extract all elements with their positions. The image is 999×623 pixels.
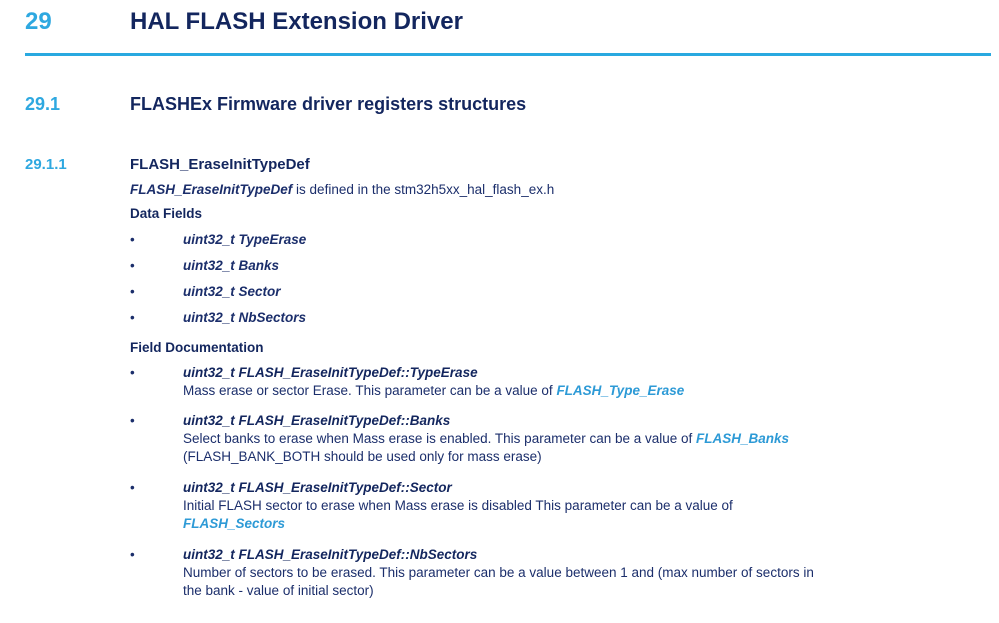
list-item: • uint32_t FLASH_EraseInitTypeDef::NbSec…: [130, 546, 992, 600]
field-doc-text-segment: (FLASH_BANK_BOTH should be used only for…: [183, 449, 542, 464]
data-field-label: uint32_t Banks: [183, 258, 280, 273]
section-heading: 29.1 FLASHEx Firmware driver registers s…: [0, 93, 999, 115]
field-doc-text-segment: Select banks to erase when Mass erase is…: [183, 431, 697, 446]
data-field-label: uint32_t Sector: [183, 284, 281, 299]
field-doc-text: (FLASH_BANK_BOTH should be used only for…: [183, 448, 789, 466]
field-doc-body: uint32_t FLASH_EraseInitTypeDef::Sector …: [183, 479, 733, 533]
data-fields-list: • uint32_t TypeErase • uint32_t Banks • …: [130, 227, 992, 331]
definition-rest: is defined in the stm32h5xx_hal_flash_ex…: [292, 182, 555, 197]
data-field-label: uint32_t TypeErase: [183, 232, 307, 247]
section-title: FLASHEx Firmware driver registers struct…: [130, 94, 527, 114]
field-doc-text: the bank - value of initial sector): [183, 582, 814, 600]
field-doc-text-segment: Mass erase or sector Erase. This paramet…: [183, 383, 557, 398]
field-documentation-list: • uint32_t FLASH_EraseInitTypeDef::TypeE…: [130, 364, 992, 600]
bullet-icon: •: [130, 310, 135, 325]
cross-reference-link[interactable]: FLASH_Type_Erase: [556, 383, 685, 398]
chapter-number: 29: [25, 8, 52, 35]
document-page: 29 HAL FLASH Extension Driver 29.1 FLASH…: [0, 8, 999, 623]
bullet-icon: •: [130, 547, 135, 562]
field-doc-text: FLASH_Sectors: [183, 515, 733, 533]
field-doc-body: uint32_t FLASH_EraseInitTypeDef::Banks S…: [183, 412, 789, 466]
definition-term: FLASH_EraseInitTypeDef: [130, 182, 293, 197]
field-doc-text-segment: the bank - value of initial sector): [183, 583, 374, 598]
cross-reference-link[interactable]: FLASH_Sectors: [183, 516, 286, 531]
list-item: • uint32_t TypeErase: [130, 227, 992, 253]
bullet-icon: •: [130, 258, 135, 273]
subsection-content: FLASH_EraseInitTypeDef is defined in the…: [130, 181, 992, 600]
field-doc-body: uint32_t FLASH_EraseInitTypeDef::NbSecto…: [183, 546, 814, 600]
field-doc-text-segment: Number of sectors to be erased. This par…: [183, 565, 814, 580]
field-doc-title: uint32_t FLASH_EraseInitTypeDef::Sector: [183, 480, 452, 495]
list-item: • uint32_t FLASH_EraseInitTypeDef::Banks…: [130, 412, 992, 466]
field-doc-title: uint32_t FLASH_EraseInitTypeDef::TypeEra…: [183, 365, 478, 380]
bullet-icon: •: [130, 284, 135, 299]
bullet-icon: •: [130, 232, 135, 247]
data-fields-heading: Data Fields: [130, 206, 203, 221]
definition-line: FLASH_EraseInitTypeDef is defined in the…: [130, 181, 992, 199]
chapter-divider-rule: [25, 53, 991, 56]
bullet-icon: •: [130, 413, 135, 428]
chapter-heading: 29 HAL FLASH Extension Driver: [0, 8, 999, 36]
field-documentation-heading: Field Documentation: [130, 340, 264, 355]
field-doc-text: Mass erase or sector Erase. This paramet…: [183, 382, 684, 400]
bullet-icon: •: [130, 365, 135, 380]
list-item: • uint32_t Banks: [130, 253, 992, 279]
field-doc-text: Initial FLASH sector to erase when Mass …: [183, 497, 733, 515]
bullet-icon: •: [130, 480, 135, 495]
list-item: • uint32_t FLASH_EraseInitTypeDef::Secto…: [130, 479, 992, 533]
list-item: • uint32_t FLASH_EraseInitTypeDef::TypeE…: [130, 364, 992, 400]
subsection-title: FLASH_EraseInitTypeDef: [130, 156, 310, 173]
data-field-label: uint32_t NbSectors: [183, 310, 307, 325]
subsection-number: 29.1.1: [25, 156, 67, 173]
cross-reference-link[interactable]: FLASH_Banks: [696, 431, 790, 446]
subsection-heading: 29.1.1 FLASH_EraseInitTypeDef: [0, 155, 999, 174]
field-doc-title: uint32_t FLASH_EraseInitTypeDef::Banks: [183, 413, 451, 428]
field-doc-text: Select banks to erase when Mass erase is…: [183, 430, 789, 448]
field-doc-text-segment: Initial FLASH sector to erase when Mass …: [183, 498, 733, 513]
field-doc-text: Number of sectors to be erased. This par…: [183, 564, 814, 582]
list-item: • uint32_t Sector: [130, 279, 992, 305]
section-number: 29.1: [25, 94, 61, 114]
field-doc-title: uint32_t FLASH_EraseInitTypeDef::NbSecto…: [183, 547, 478, 562]
field-doc-body: uint32_t FLASH_EraseInitTypeDef::TypeEra…: [183, 364, 684, 400]
list-item: • uint32_t NbSectors: [130, 305, 992, 331]
chapter-title: HAL FLASH Extension Driver: [130, 8, 463, 35]
